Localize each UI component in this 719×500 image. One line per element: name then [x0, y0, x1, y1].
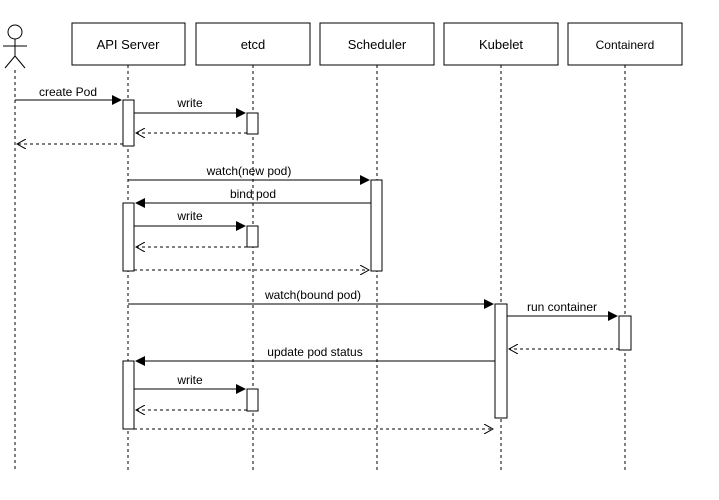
participant-containerd-label: Containerd [596, 38, 655, 52]
participant-kubelet-box [443, 22, 559, 66]
participant-containerd-box [567, 22, 683, 66]
actor-leg-left [4, 55, 16, 69]
activation-kubelet-1 [494, 303, 508, 419]
msg-watch-bound-pod-label: watch(bound pod) [264, 288, 361, 302]
activation-scheduler-1 [370, 179, 383, 272]
participant-scheduler-label: Scheduler [348, 37, 407, 52]
actor-head [7, 24, 23, 40]
activation-etcd-2 [246, 225, 259, 248]
participant-etcd-label: etcd [241, 37, 266, 52]
msg-bind-pod-label: bind pod [230, 187, 276, 201]
activation-containerd-1 [618, 315, 632, 351]
participant-api-label: API Server [97, 37, 161, 52]
msg-run-container-label: run container [527, 300, 597, 314]
activation-api-1 [122, 99, 135, 147]
actor-user [3, 24, 27, 69]
msg-write-2-label: write [176, 209, 203, 223]
activation-etcd-3 [246, 388, 259, 412]
msg-update-pod-status-label: update pod status [267, 345, 362, 359]
msg-write-3-label: write [176, 373, 203, 387]
msg-watch-new-pod-label: watch(new pod) [206, 164, 292, 178]
msg-create-pod-label: create Pod [39, 85, 97, 99]
participant-kubelet-label: Kubelet [479, 37, 523, 52]
participant-scheduler-box [319, 22, 435, 66]
activation-etcd-1 [246, 112, 259, 135]
activation-api-3 [122, 360, 135, 430]
actor-leg-right [14, 55, 26, 69]
msg-write-1-label: write [176, 96, 203, 110]
participant-api-box [71, 22, 186, 66]
activation-api-2 [122, 202, 135, 272]
participant-etcd-box [195, 22, 311, 66]
